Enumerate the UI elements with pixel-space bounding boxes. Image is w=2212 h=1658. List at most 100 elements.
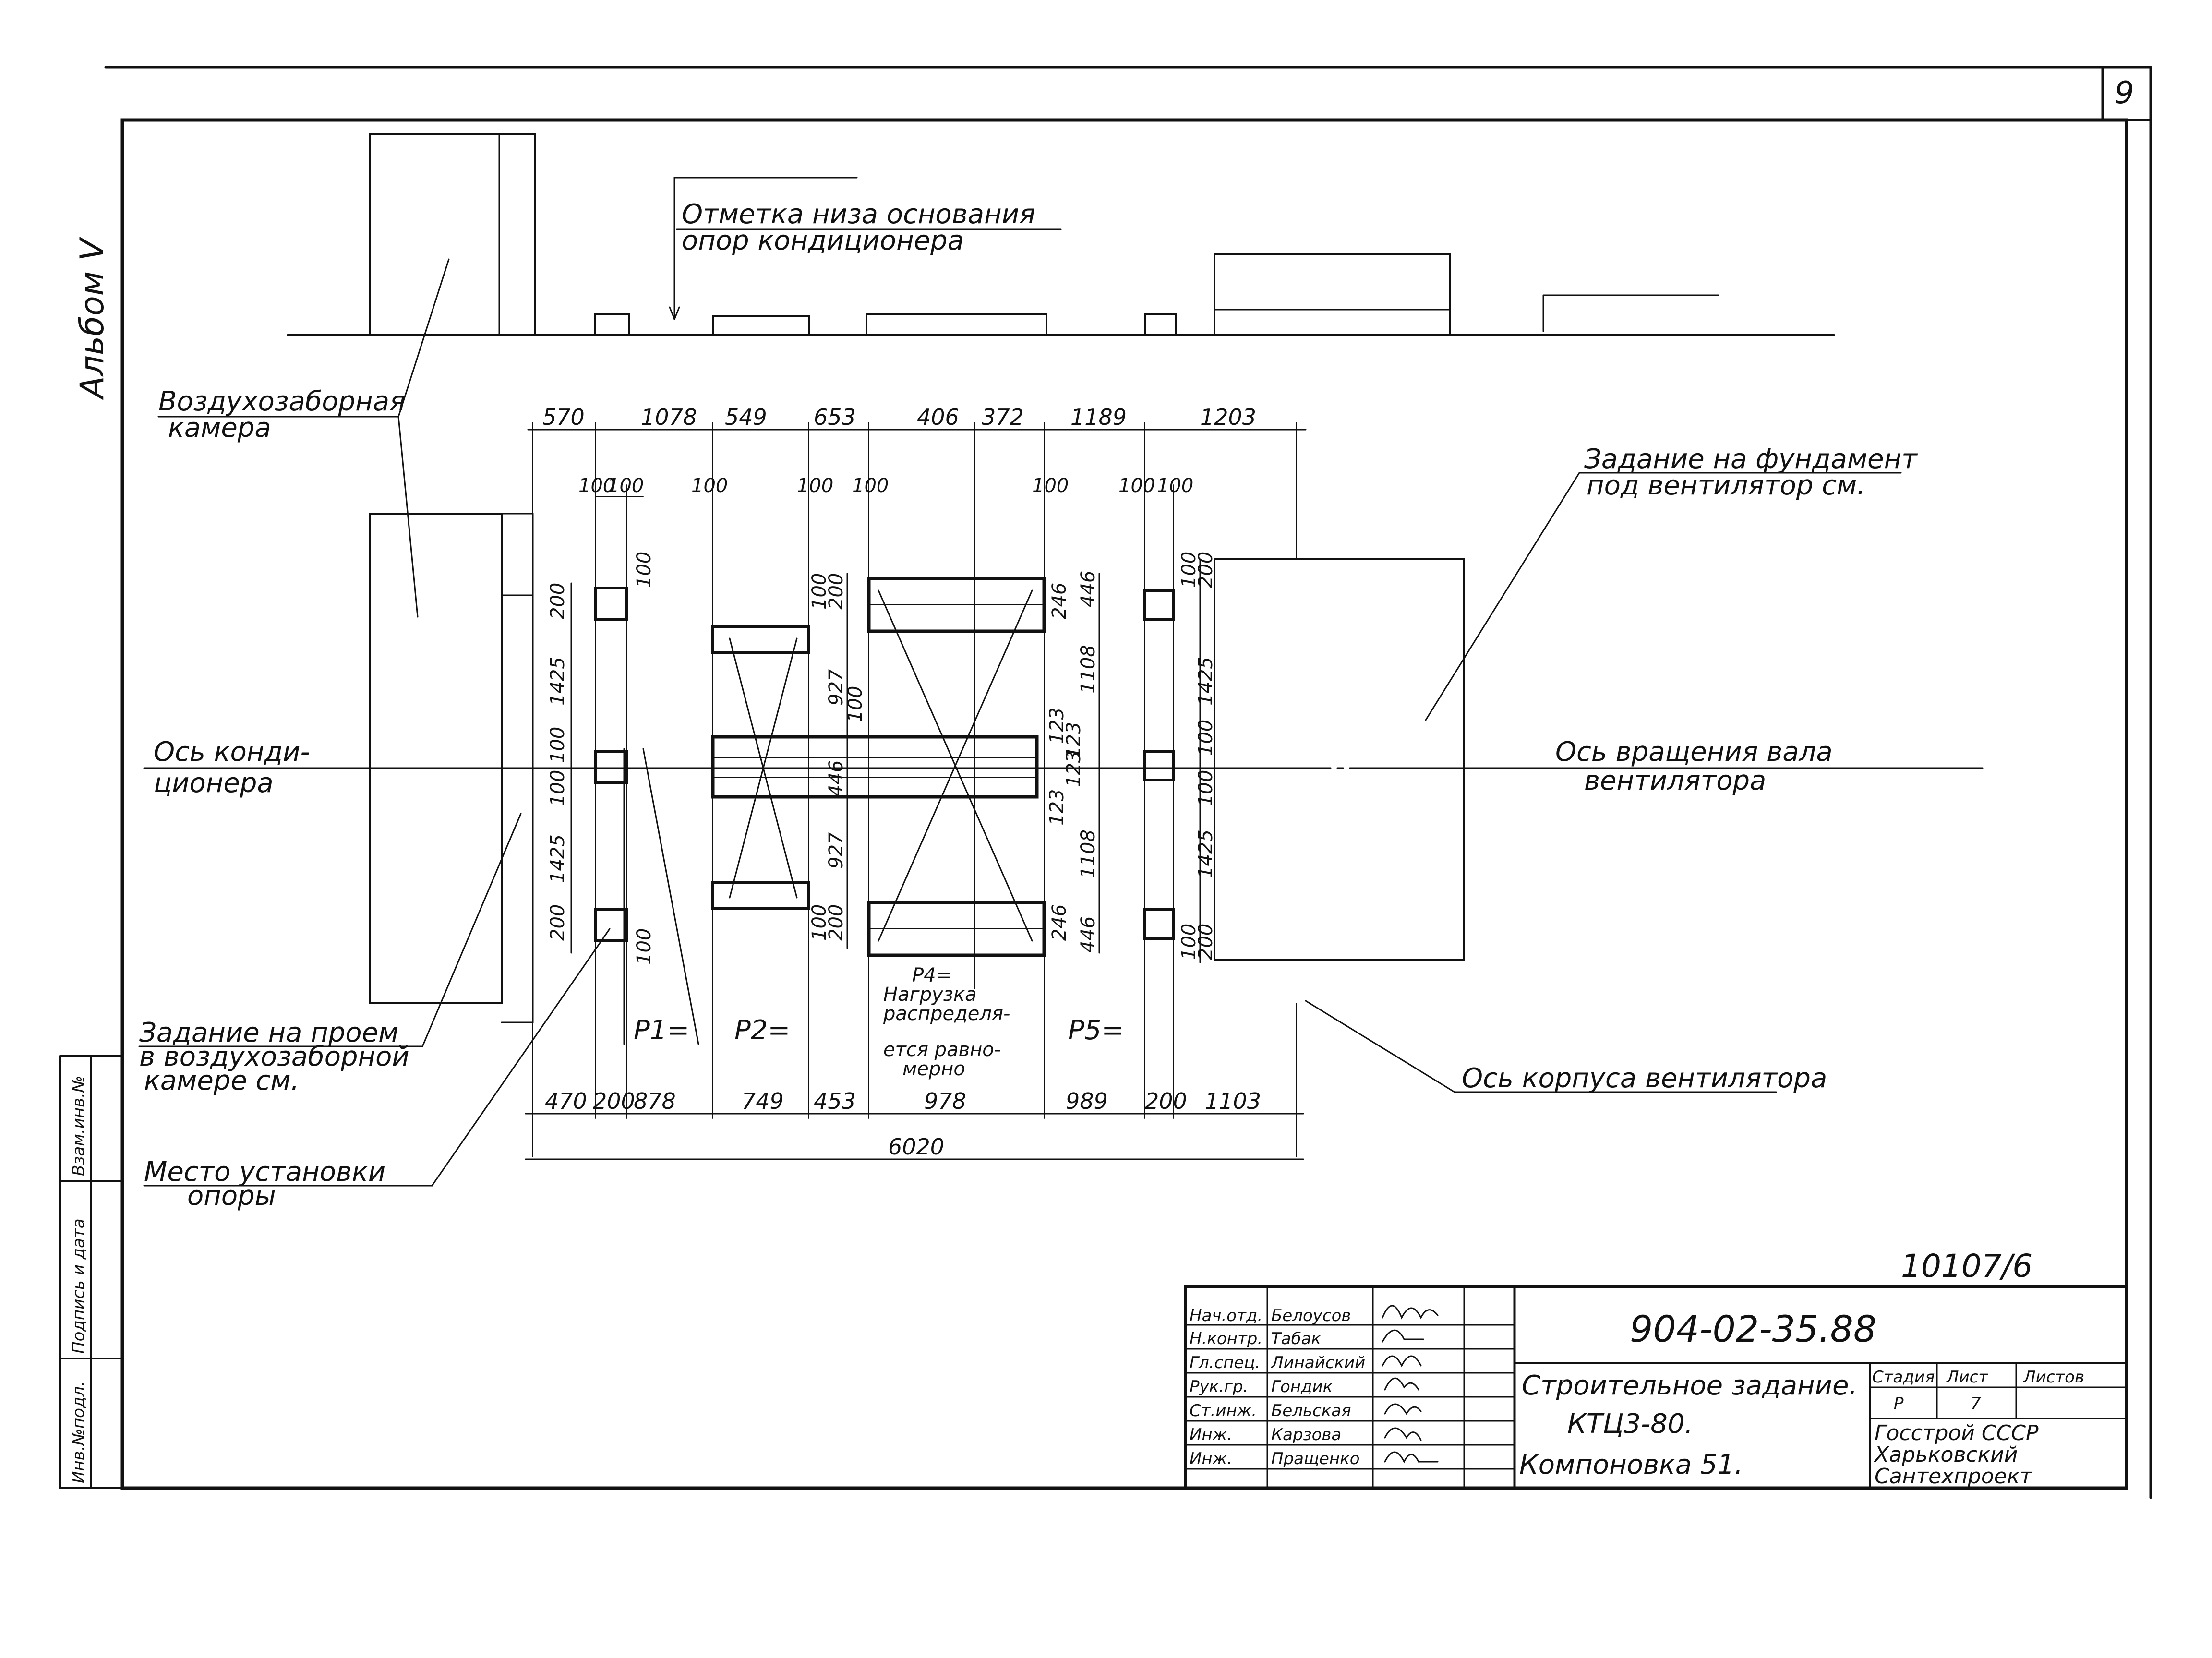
role-3: Гл.спец.: [1190, 1353, 1260, 1372]
side-stamp-sign: Подпись и дата: [69, 1218, 88, 1354]
side-stamp-replace: Взам.инв.№: [69, 1076, 88, 1176]
dim-bottom-6: 978: [924, 1088, 966, 1114]
name-2: Табак: [1271, 1329, 1321, 1348]
dim-mid-b-8: 1108: [1077, 829, 1099, 878]
role-7: Инж.: [1190, 1449, 1232, 1468]
dim-right-8: 200: [1195, 924, 1217, 960]
dim-top-4: 653: [814, 404, 856, 430]
foundation-task-label-1: Задание на фундамент: [1584, 444, 1918, 475]
sheet-frame: [104, 66, 2152, 1499]
role-5: Ст.инж.: [1190, 1401, 1257, 1420]
load-p4-3: распределя-: [883, 1003, 1010, 1025]
dim-top-6: 372: [982, 404, 1024, 430]
dim-mid-b-6: 123: [1063, 751, 1085, 787]
project-code: 904-02-35.88: [1630, 1308, 1876, 1350]
dim-mid-b-10: 446: [1077, 916, 1099, 953]
dim-second-4: 100: [797, 475, 833, 497]
dim-second-3: 100: [691, 475, 728, 497]
doc-code: 10107/6: [1901, 1248, 2032, 1285]
name-1: Белоусов: [1271, 1306, 1351, 1325]
dim-left-2: 1425: [547, 657, 569, 706]
dim-mid-b-5: 123: [1063, 722, 1085, 758]
name-6: Карзова: [1271, 1425, 1341, 1444]
intake-chamber-label-2: камера: [168, 412, 271, 444]
dim-right-6: 1425: [1195, 829, 1217, 878]
dim-bottom-9: 1103: [1205, 1088, 1261, 1114]
dim-left-1: 200: [547, 583, 569, 619]
shaft-axis-label-1: Ось вращения вала: [1555, 736, 1833, 768]
name-4: Гондик: [1271, 1377, 1333, 1396]
dim-left-small-1: 100: [633, 552, 655, 588]
dim-bottom-2: 200: [593, 1088, 635, 1114]
dim-second-7: 100: [1118, 475, 1155, 497]
dim-bottom-4: 749: [742, 1088, 784, 1114]
dim-mid-a-8: 200: [825, 904, 847, 941]
dim-mid-a-6: 927: [825, 832, 847, 869]
dim-mid-a-7: 100: [808, 904, 830, 941]
sheet-number: 9: [2115, 75, 2134, 111]
dim-chain-bottom: [525, 1113, 1304, 1160]
org-line-3: Сантехпроект: [1875, 1464, 2032, 1489]
dim-mid-a-3: 927: [825, 669, 847, 706]
dim-left-3: 100: [547, 727, 569, 763]
dim-top-5: 406: [917, 404, 959, 430]
org-line-2: Харьковский: [1874, 1442, 2018, 1467]
elevation-view: [287, 133, 1835, 336]
sheet-value: 7: [1971, 1394, 1981, 1413]
dim-right-2: 200: [1195, 552, 1217, 588]
sheets-head: Листов: [2022, 1368, 2084, 1387]
base-mark-label-2: опор кондиционера: [682, 225, 964, 256]
dim-top-2: 1078: [641, 404, 697, 430]
dim-mid-b-2: 446: [1077, 571, 1099, 607]
dim-second-1: 100: [578, 475, 615, 497]
dim-mid-a-4: 100: [844, 686, 866, 722]
dim-top-1: 570: [542, 404, 585, 430]
dim-top-3: 549: [725, 404, 767, 430]
load-lines: [623, 589, 1033, 1045]
title-line-2: КТЦ3-80.: [1567, 1408, 1693, 1440]
dim-right-7: 100: [1178, 924, 1200, 960]
dim-mid-b-1: 246: [1048, 583, 1070, 619]
load-p4-4: ется равно-: [883, 1039, 1001, 1061]
title-line-3: Компоновка 51.: [1519, 1449, 1743, 1480]
album-label: Альбом V: [73, 236, 111, 400]
dim-total: 6020: [888, 1134, 944, 1160]
dim-mid-b-4: 123: [1046, 708, 1068, 744]
extension-lines: [532, 422, 1297, 1157]
title-line-1: Строительное задание.: [1522, 1370, 1857, 1401]
name-3: Линайский: [1270, 1353, 1365, 1372]
dim-right-3: 1425: [1195, 657, 1217, 706]
conditioner-axis-label-2: ционера: [154, 768, 274, 799]
name-5: Бельская: [1271, 1401, 1351, 1420]
title-block: [1184, 1285, 2128, 1490]
dim-top-8: 1203: [1200, 404, 1256, 430]
dim-second-5: 100: [852, 475, 889, 497]
dim-second-6: 100: [1032, 475, 1069, 497]
shaft-axis-label-2: вентилятора: [1584, 765, 1766, 796]
load-p5: P5=: [1068, 1015, 1124, 1046]
dim-bottom-5: 453: [814, 1088, 856, 1114]
dim-mid-b-3: 1108: [1077, 645, 1099, 694]
org-line-1: Госстрой СССР: [1875, 1421, 2039, 1445]
role-2: Н.контр.: [1190, 1329, 1262, 1348]
dim-right-1: 100: [1178, 552, 1200, 588]
conditioner-axis-label-1: Ось конди-: [154, 736, 310, 768]
dim-right-5: 100: [1195, 770, 1217, 806]
dim-bottom-8: 200: [1145, 1088, 1187, 1114]
dim-mid-a-1: 100: [808, 573, 830, 610]
opening-task-label-3: камере см.: [144, 1065, 299, 1096]
dim-left-4: 100: [547, 770, 569, 806]
load-p2: P2=: [734, 1015, 790, 1046]
role-6: Инж.: [1190, 1425, 1232, 1444]
foundation-task-label-2: под вентилятор см.: [1587, 470, 1865, 501]
dim-mid-b-9: 246: [1048, 904, 1070, 941]
load-p1: P1=: [634, 1015, 689, 1046]
support-place-label-1: Место установки: [144, 1156, 385, 1188]
support-plates: [594, 577, 1175, 957]
signatures: [1382, 1305, 1439, 1464]
dim-left-6: 200: [547, 904, 569, 941]
stage-value: Р: [1894, 1394, 1904, 1413]
dim-second-8: 100: [1157, 475, 1193, 497]
fan-body: [1214, 558, 1465, 961]
dim-top-7: 1189: [1070, 404, 1127, 430]
